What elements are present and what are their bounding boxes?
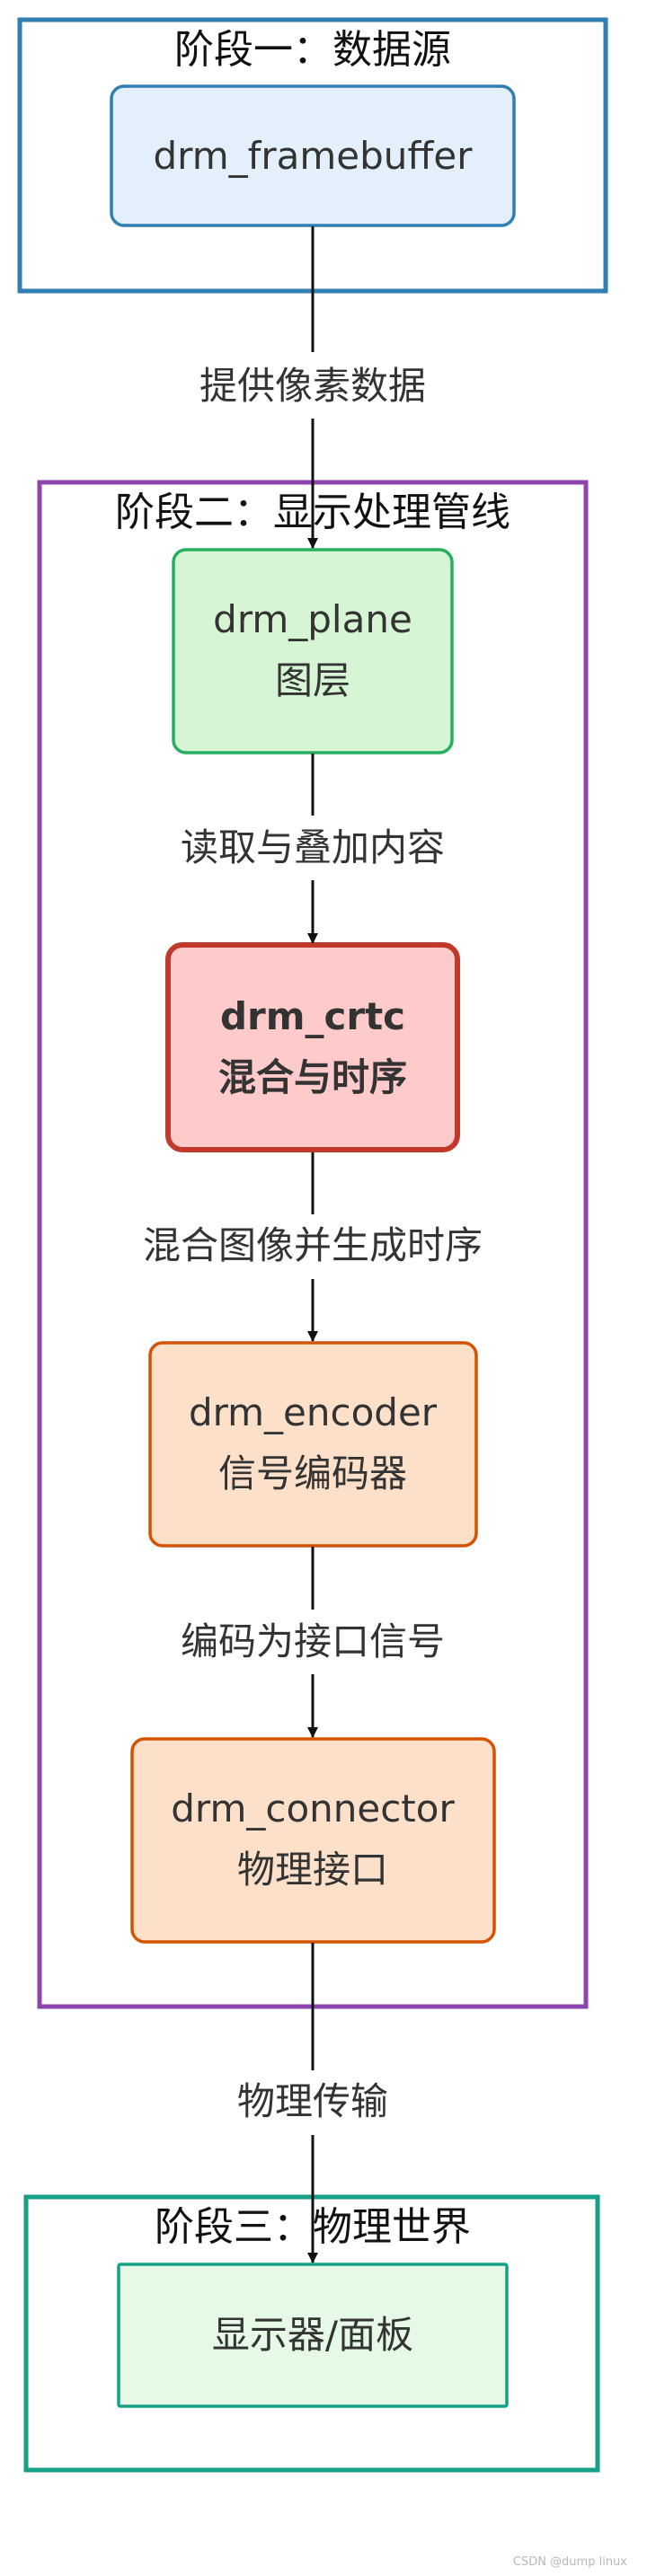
node-display-box [117, 2263, 509, 2408]
node-connector-label-2: 物理接口 [237, 1848, 388, 1892]
node-crtc[interactable]: drm_crtc 混合与时序 [165, 942, 460, 1152]
edge-crtc-encoder: 混合图像并生成时序 [143, 1152, 483, 1342]
node-display[interactable]: 显示器/面板 [117, 2263, 509, 2408]
node-display-label: 显示器/面板 [212, 2313, 413, 2357]
node-framebuffer-label: drm_framebuffer [154, 134, 474, 178]
edge-connector-display: 物理传输 [237, 1943, 388, 2263]
node-connector-label-1: drm_connector [171, 1786, 455, 1831]
node-crtc-box [165, 942, 460, 1152]
node-encoder-box [148, 1341, 478, 1548]
node-connector[interactable]: drm_connector 物理接口 [130, 1737, 496, 1944]
node-plane-label-2: 图层 [275, 658, 350, 702]
node-encoder-label-2: 信号编码器 [218, 1451, 407, 1495]
edge-4-label: 编码为接口信号 [181, 1619, 445, 1663]
node-plane-box [172, 548, 454, 754]
node-crtc-label-2: 混合与时序 [218, 1055, 407, 1099]
node-encoder-label-1: drm_encoder [189, 1390, 438, 1434]
node-connector-box [130, 1737, 496, 1944]
node-crtc-label-1: drm_crtc [220, 994, 405, 1038]
node-framebuffer-box [110, 84, 516, 227]
watermark-text: CSDN @dump linux [512, 2555, 627, 2569]
edge-plane-crtc: 读取与叠加内容 [181, 754, 445, 944]
node-framebuffer[interactable]: drm_framebuffer [110, 84, 516, 227]
edge-framebuffer-plane: 提供像素数据 [199, 226, 426, 549]
node-plane[interactable]: drm_plane 图层 [172, 548, 454, 754]
edge-1-label: 提供像素数据 [199, 364, 426, 408]
edge-2-label: 读取与叠加内容 [181, 825, 445, 869]
node-encoder[interactable]: drm_encoder 信号编码器 [148, 1341, 478, 1548]
edge-5-label: 物理传输 [237, 2079, 388, 2123]
edge-3-label: 混合图像并生成时序 [143, 1223, 483, 1267]
node-plane-label-1: drm_plane [213, 597, 412, 641]
edge-encoder-connector: 编码为接口信号 [181, 1547, 445, 1738]
stage1-title: 阶段一：数据源 [174, 27, 451, 73]
